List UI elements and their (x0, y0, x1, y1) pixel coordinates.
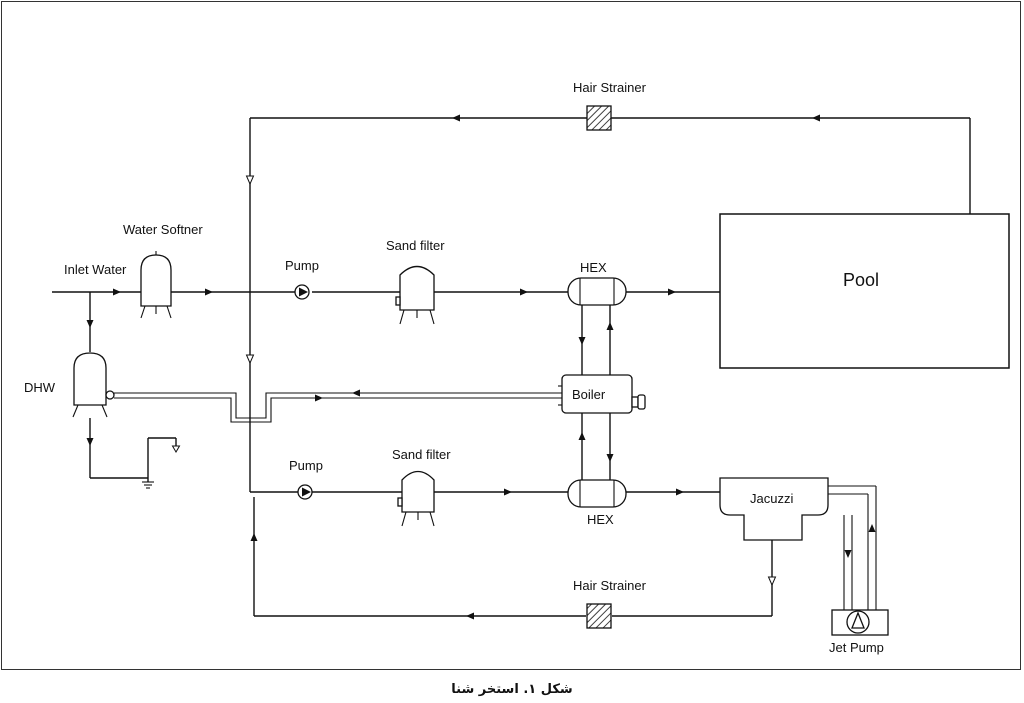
dhw-tank (72, 352, 115, 418)
hex-top (567, 277, 627, 306)
dhw-label: DHW (24, 380, 56, 395)
pump-top (294, 284, 310, 300)
inlet-water-label: Inlet Water (64, 262, 127, 277)
pump-top-label: Pump (285, 258, 319, 273)
diagram-frame (1, 1, 1021, 670)
dhw-boiler-double-pipe (114, 389, 562, 423)
sand-filter-bottom-label: Sand filter (392, 447, 451, 462)
water-softener (140, 251, 172, 319)
hex-bottom-label: HEX (587, 512, 614, 527)
hair-strainer-bottom (586, 603, 612, 629)
jet-pump-label: Jet Pump (829, 640, 884, 655)
pool (719, 213, 1010, 369)
jacuzzi-main-line (249, 416, 777, 620)
boiler (558, 374, 646, 414)
hair-strainer-top-label: Hair Strainer (573, 80, 647, 95)
water-softner-label: Water Softner (123, 222, 203, 237)
jet-pump (831, 609, 889, 636)
hex-boiler-verticals (578, 305, 614, 480)
sand-filter-bottom (397, 470, 435, 527)
boiler-label: Boiler (572, 387, 606, 402)
jacuzzi (719, 477, 829, 541)
inlet-main-line (52, 288, 720, 296)
pump-bottom (297, 484, 313, 500)
hair-strainer-bottom-label: Hair Strainer (573, 578, 647, 593)
pump-bottom-label: Pump (289, 458, 323, 473)
jacuzzi-label: Jacuzzi (750, 491, 793, 506)
sand-filter-top (395, 265, 435, 325)
pool-label: Pool (843, 270, 879, 290)
figure-caption: شکل ۱. استخر شنا (451, 682, 573, 697)
sand-filter-top-label: Sand filter (386, 238, 445, 253)
hex-bottom (567, 479, 627, 508)
hex-top-label: HEX (580, 260, 607, 275)
dhw-branch-lines (86, 292, 181, 489)
jet-pump-loop (828, 485, 877, 610)
hair-strainer-top (586, 105, 612, 131)
